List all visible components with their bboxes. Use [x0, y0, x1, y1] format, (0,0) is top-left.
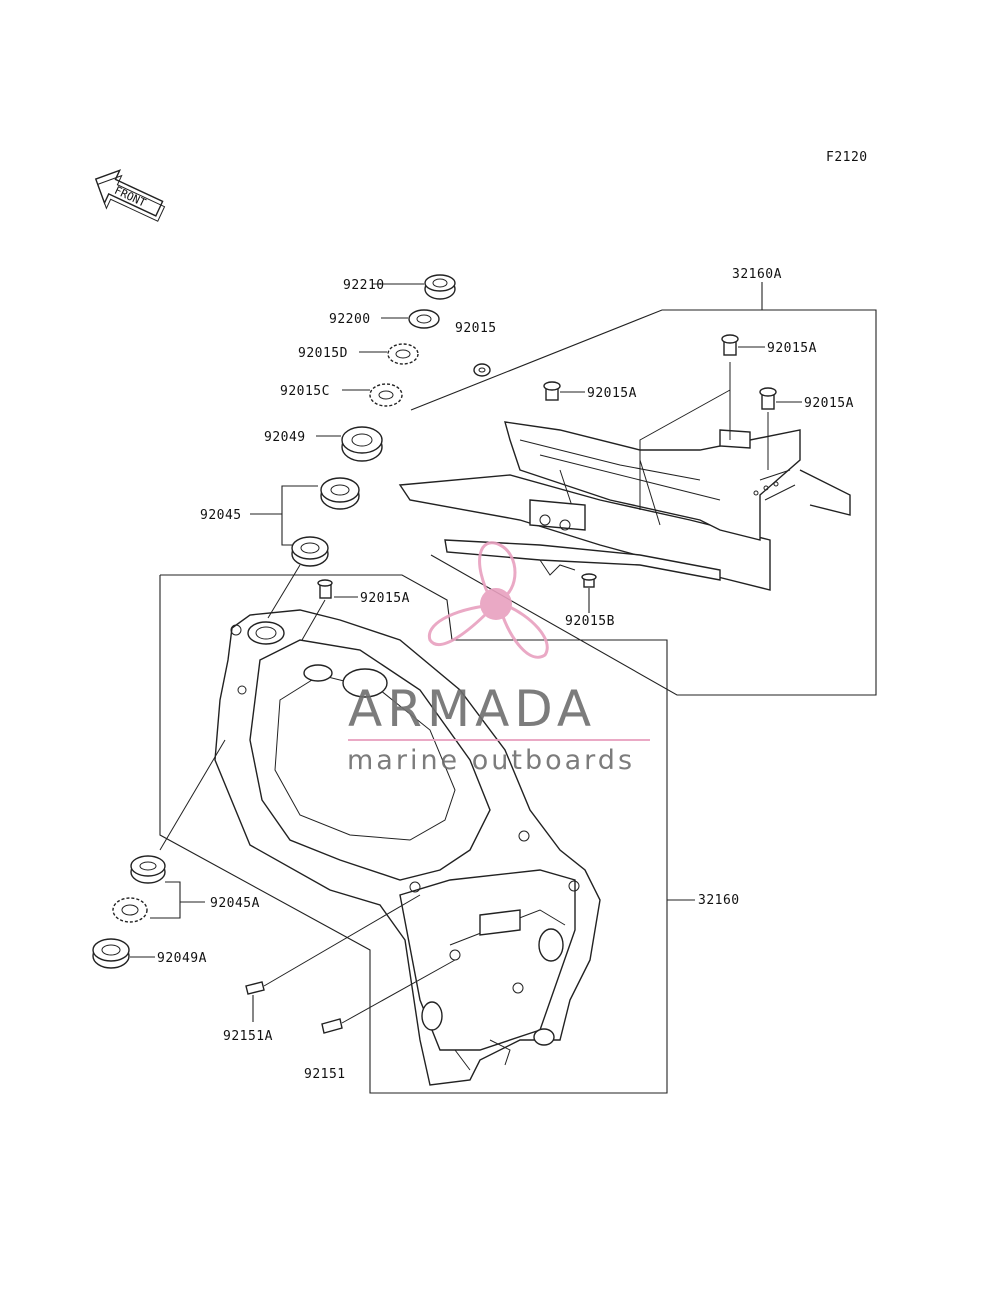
main-frame-drawing	[214, 609, 601, 1086]
callout-92210: 92210	[343, 278, 385, 293]
watermark-tagline: marine outboards	[347, 745, 635, 776]
watermark-brand: ARMADA	[348, 680, 596, 738]
seal-92049A	[92, 938, 130, 969]
propeller-icon	[427, 541, 549, 659]
bearing-92045A-lower	[112, 897, 148, 923]
nut-92015C	[369, 383, 403, 407]
callout-92015C: 92015C	[280, 384, 330, 399]
group-outline-32160	[159, 574, 668, 1094]
callout-92151A: 92151A	[223, 1029, 273, 1044]
bolt-92015A-top1	[543, 381, 561, 401]
nut-92015D	[387, 343, 419, 365]
callout-92015A-top3: 92015A	[804, 396, 854, 411]
bearing-92045-lower	[291, 536, 329, 567]
callout-92200: 92200	[329, 312, 371, 327]
bolt-92151	[321, 1018, 343, 1034]
callout-92015D: 92015D	[298, 346, 348, 361]
bearing-92045-upper	[320, 477, 360, 510]
callout-92015A-top1: 92015A	[587, 386, 637, 401]
rear-subframe-drawing	[398, 421, 851, 591]
callout-92015A-frame: 92015A	[360, 591, 410, 606]
callout-92045: 92045	[200, 508, 242, 523]
callout-92015: 92015	[455, 321, 497, 336]
watermark-logo: ARMADA marine outboards	[347, 541, 650, 776]
washer-92200	[408, 309, 440, 329]
bolt-92015A-top3	[759, 387, 777, 410]
bolt-92015A-top2	[721, 334, 739, 356]
callout-92049A: 92049A	[157, 951, 207, 966]
bolt-92015B	[581, 573, 597, 588]
bolt-92015A-frame	[317, 579, 333, 599]
nut-92210	[424, 274, 456, 300]
callout-92045A: 92045A	[210, 896, 260, 911]
callout-92015B: 92015B	[565, 614, 615, 629]
bearing-92045A-upper	[130, 855, 166, 884]
nut-92015	[473, 363, 491, 377]
front-arrow-icon: FRONT	[94, 169, 166, 222]
bolt-92151A	[245, 981, 265, 995]
group-outline-32160A	[410, 309, 877, 696]
callout-92049: 92049	[264, 430, 306, 445]
callout-92015A-top2: 92015A	[767, 341, 817, 356]
seal-92049	[341, 426, 383, 462]
diagram-code: F2120	[826, 150, 868, 165]
callout-32160: 32160	[698, 893, 740, 908]
callout-32160A: 32160A	[732, 267, 782, 282]
callout-92151: 92151	[304, 1067, 346, 1082]
